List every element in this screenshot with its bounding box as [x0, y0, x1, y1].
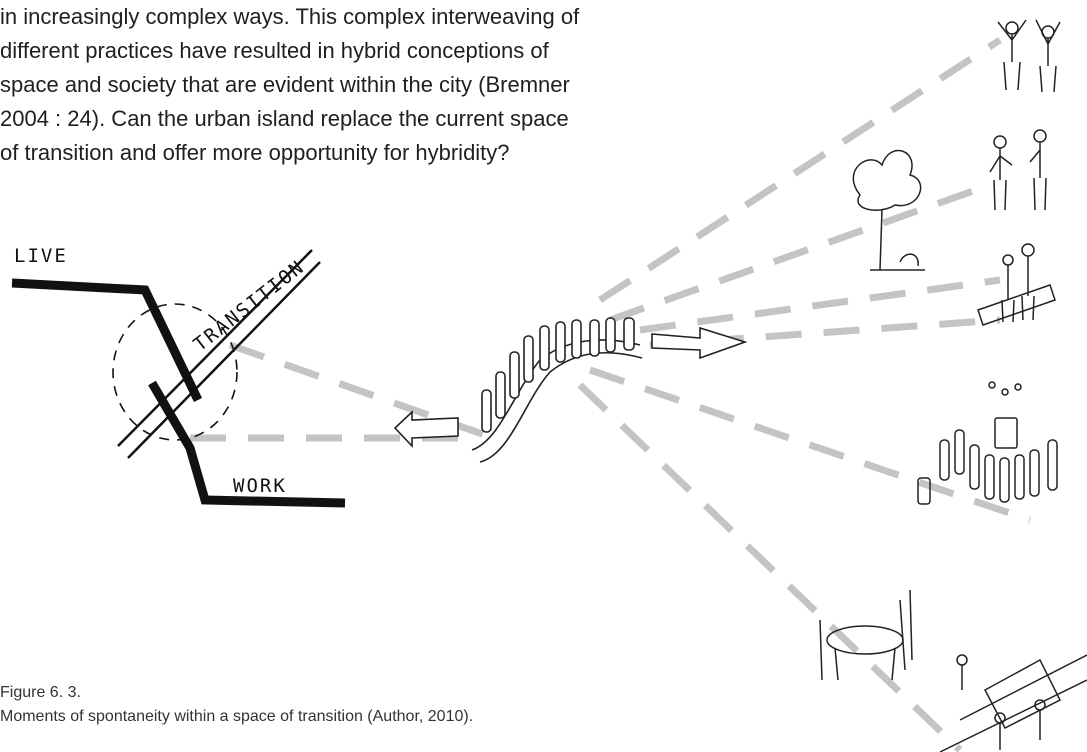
figure-number: Figure 6. 3. — [0, 684, 81, 701]
transition-band — [117, 249, 321, 459]
tree-sketch — [852, 149, 925, 271]
paragraph-line: different practices have resulted in hyb… — [0, 38, 549, 63]
cheering-figures — [997, 19, 1061, 93]
live-work-diagram: LIVE TRANSITION WORK — [11, 245, 346, 508]
paragraph-line: space and society that are evident withi… — [0, 72, 570, 97]
connector-dash — [588, 366, 1032, 524]
left-arrow — [393, 410, 459, 449]
work-label: WORK — [233, 475, 287, 497]
live-label: LIVE — [14, 245, 68, 267]
connector-dash — [608, 181, 992, 324]
connector-dash — [577, 382, 963, 752]
activity-vignettes — [819, 19, 1087, 752]
paragraph-line: in increasingly complex ways. This compl… — [0, 4, 580, 29]
right-arrow — [651, 326, 748, 360]
live-path — [11, 278, 203, 402]
connector-dash — [598, 37, 1002, 303]
staircase-sketch — [393, 317, 748, 463]
stair-rail — [479, 351, 643, 463]
dashed-circle — [112, 303, 238, 441]
talking-figures — [989, 129, 1047, 211]
market-stall-sketch — [939, 654, 1087, 752]
crowd-figures — [917, 381, 1058, 505]
body-paragraph: in increasingly complex ways. This compl… — [0, 0, 700, 170]
figure-group — [481, 317, 635, 433]
paragraph-line: of transition and offer more opportunity… — [0, 140, 510, 165]
dining-table-sketch — [819, 589, 913, 681]
figure-caption: Figure 6. 3. Moments of spontaneity with… — [0, 681, 473, 729]
connector-dash — [228, 341, 487, 439]
paragraph-line: 2004 : 24). Can the urban island replace… — [0, 106, 569, 131]
connector-dash — [639, 276, 1001, 334]
caption-text: Moments of spontaneity within a space of… — [0, 708, 474, 725]
transition-label: TRANSITION — [190, 256, 309, 356]
bench-figures — [977, 243, 1056, 326]
dashed-connectors — [190, 37, 1032, 752]
